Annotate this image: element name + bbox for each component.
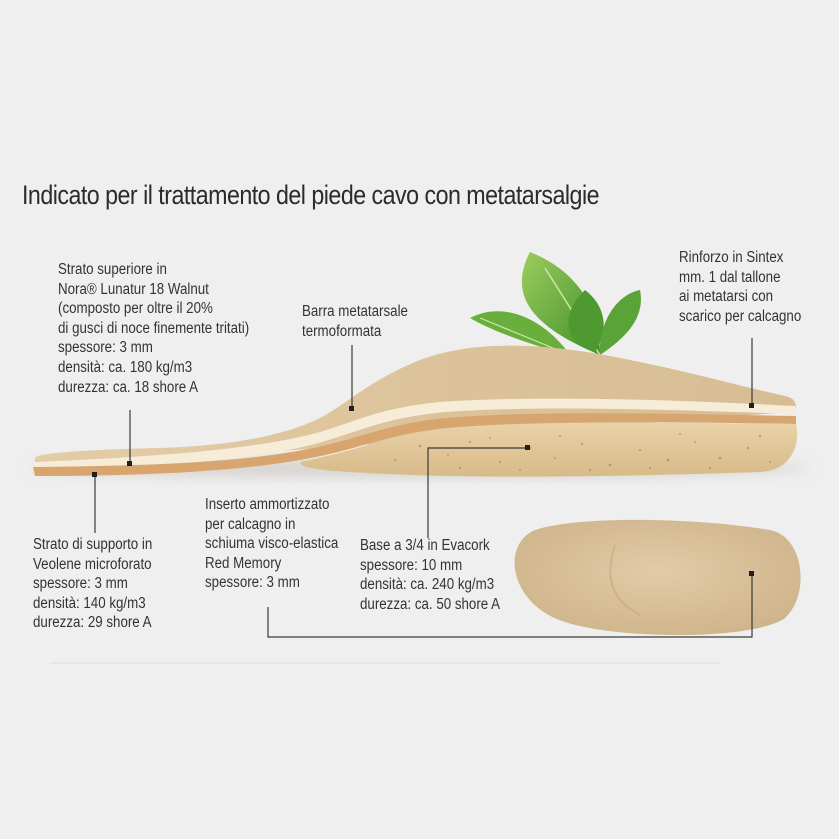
label-line: Strato di supporto in	[33, 536, 153, 553]
label-line: schiuma visco-elastica	[205, 535, 339, 553]
callout-marker	[749, 403, 754, 408]
label-line: Inserto ammortizzato	[205, 496, 330, 513]
callout-marker	[92, 472, 97, 477]
label-barra-metatarsale: Barra metatarsale termoformata	[302, 302, 408, 341]
label-line: Barra metatarsale	[302, 303, 408, 320]
label-line: densità: 140 kg/m3	[33, 594, 146, 612]
label-line: densità: ca. 180 kg/m3	[58, 358, 193, 376]
leaf-shape	[568, 290, 604, 352]
label-line: termoformata	[302, 322, 382, 340]
label-line: spessore: 3 mm	[33, 575, 128, 593]
label-line: di gusci di noce finemente tritati)	[58, 319, 250, 337]
leaf-shape	[599, 290, 641, 355]
callout-line-base	[427, 447, 528, 538]
callout-markers	[92, 403, 754, 576]
label-line: spessore: 3 mm	[205, 574, 300, 592]
label-line: (composto per oltre il 20%	[58, 300, 213, 318]
label-line: Veolene microforato	[33, 555, 152, 573]
callout-marker	[127, 461, 132, 466]
callout-marker	[525, 445, 530, 450]
label-line: Red Memory	[205, 554, 282, 572]
label-inserto: Inserto ammortizzato per calcagno in sch…	[205, 495, 338, 593]
label-line: Nora® Lunatur 18 Walnut	[58, 280, 209, 298]
label-line: spessore: 3 mm	[58, 339, 153, 357]
callout-line-inserto	[267, 574, 753, 638]
label-line: durezza: 29 shore A	[33, 614, 152, 632]
label-line: ai metatarsi con	[679, 288, 774, 306]
insole-top-shape	[514, 519, 801, 636]
label-line: spessore: 10 mm	[360, 556, 463, 574]
label-rinforzo: Rinforzo in Sintex mm. 1 dal tallone ai …	[679, 248, 801, 326]
cork-texture	[393, 433, 771, 472]
callout-marker	[349, 406, 354, 411]
label-line: durezza: ca. 18 shore A	[58, 378, 199, 396]
label-line: scarico per calcagno	[679, 307, 802, 325]
label-line: Rinforzo in Sintex	[679, 249, 784, 266]
leaf-decoration	[470, 252, 641, 356]
leaf-shape	[470, 311, 570, 355]
label-line: mm. 1 dal tallone	[679, 268, 781, 286]
label-line: Strato superiore in	[58, 261, 167, 278]
insole-side-view	[30, 345, 810, 478]
cork-base	[300, 422, 798, 477]
label-line: Base a 3/4 in Evacork	[360, 537, 490, 554]
label-base: Base a 3/4 in Evacork spessore: 10 mm de…	[360, 536, 500, 614]
support-layer	[33, 413, 796, 476]
middle-stripe	[35, 398, 795, 470]
label-line: densità: ca. 240 kg/m3	[360, 576, 495, 594]
page-title: Indicato per il trattamento del piede ca…	[22, 180, 599, 210]
label-strato-supporto: Strato di supporto in Veolene microforat…	[33, 535, 152, 633]
label-line: per calcagno in	[205, 515, 296, 533]
label-strato-superiore: Strato superiore in Nora® Lunatur 18 Wal…	[58, 260, 249, 397]
insole-top-view	[514, 519, 801, 636]
label-line: durezza: ca. 50 shore A	[360, 595, 501, 613]
callout-lines	[94, 338, 753, 638]
callout-marker	[749, 571, 754, 576]
